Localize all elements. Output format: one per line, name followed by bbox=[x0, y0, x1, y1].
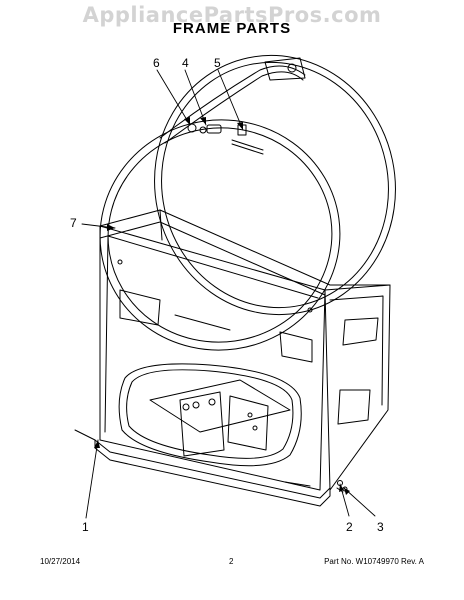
back-frame-panel bbox=[324, 284, 391, 491]
interior-base bbox=[149, 379, 291, 457]
callout-7: 7 bbox=[70, 216, 77, 230]
arrowheads bbox=[94, 117, 350, 495]
drum-ring-front bbox=[99, 119, 341, 351]
callout-4: 4 bbox=[182, 56, 189, 70]
page-title: FRAME PARTS bbox=[172, 20, 292, 37]
base-plate bbox=[74, 429, 331, 507]
callout-5: 5 bbox=[214, 56, 221, 70]
side-rails bbox=[99, 209, 391, 296]
footer-page-number: 2 bbox=[229, 557, 234, 566]
callout-6: 6 bbox=[153, 56, 160, 70]
callout-2: 2 bbox=[346, 520, 353, 534]
callout-3: 3 bbox=[377, 520, 384, 534]
front-panel-cutout bbox=[118, 363, 302, 467]
strap-hardware bbox=[187, 123, 264, 155]
footer-part-number: Part No. W10749970 Rev. A bbox=[324, 557, 424, 566]
watermark: AppliancePartsPros.com bbox=[82, 3, 382, 27]
front-frame-panel bbox=[99, 225, 326, 491]
drum-ring-back bbox=[154, 54, 396, 316]
footer-date: 10/27/2014 bbox=[40, 557, 81, 566]
callout-1: 1 bbox=[82, 520, 89, 534]
